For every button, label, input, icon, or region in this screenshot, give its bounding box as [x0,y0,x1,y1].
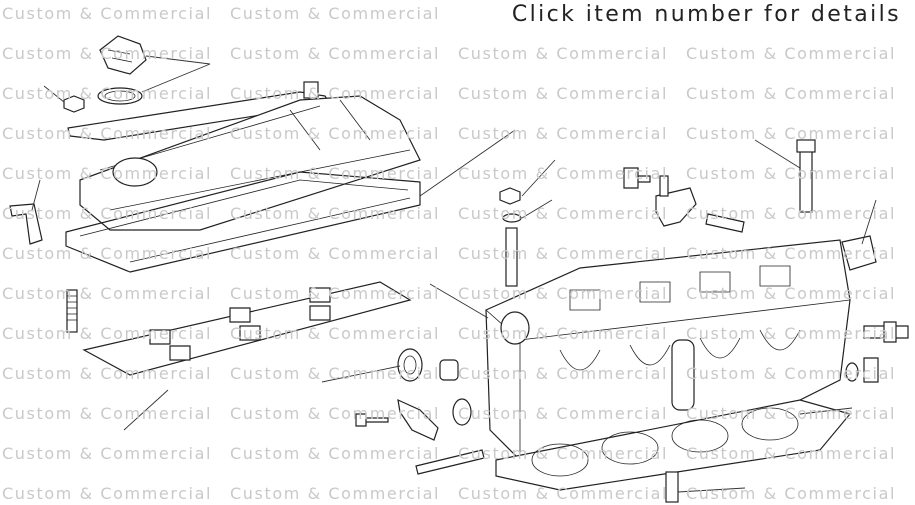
oil-filler-cap[interactable] [99,35,147,75]
cup-plug[interactable] [452,398,472,426]
temperature-sender[interactable] [863,321,909,343]
valve-cover-gasket[interactable] [65,171,421,273]
hose-bracket[interactable] [9,203,43,245]
instruction-text: Click item number for details [499,2,901,27]
cam-cap[interactable] [841,235,877,271]
valve-cover[interactable] [79,81,421,231]
filler-cap-seal[interactable] [97,87,143,105]
stud-left[interactable] [66,289,78,333]
stud-right[interactable] [705,213,745,233]
sensor[interactable] [623,167,651,189]
cylinder-head[interactable] [485,239,851,461]
head-bolt[interactable] [796,139,816,213]
flange-housing[interactable] [655,175,697,227]
center-stud[interactable] [505,227,518,287]
nut[interactable] [63,95,85,113]
bracket-plate[interactable] [397,398,439,441]
drain-plug[interactable] [845,357,879,383]
center-nut[interactable] [499,187,521,205]
small-bolt[interactable] [355,413,389,427]
dowel-sleeve[interactable] [665,471,679,503]
camshaft-seal[interactable] [397,348,423,382]
oil-baffle-plate[interactable] [82,281,412,376]
plug[interactable] [439,359,459,381]
center-washer[interactable] [502,213,522,223]
leader-lines [31,55,877,493]
long-stud[interactable] [415,449,485,475]
cylinder-head-gasket[interactable] [495,399,852,491]
